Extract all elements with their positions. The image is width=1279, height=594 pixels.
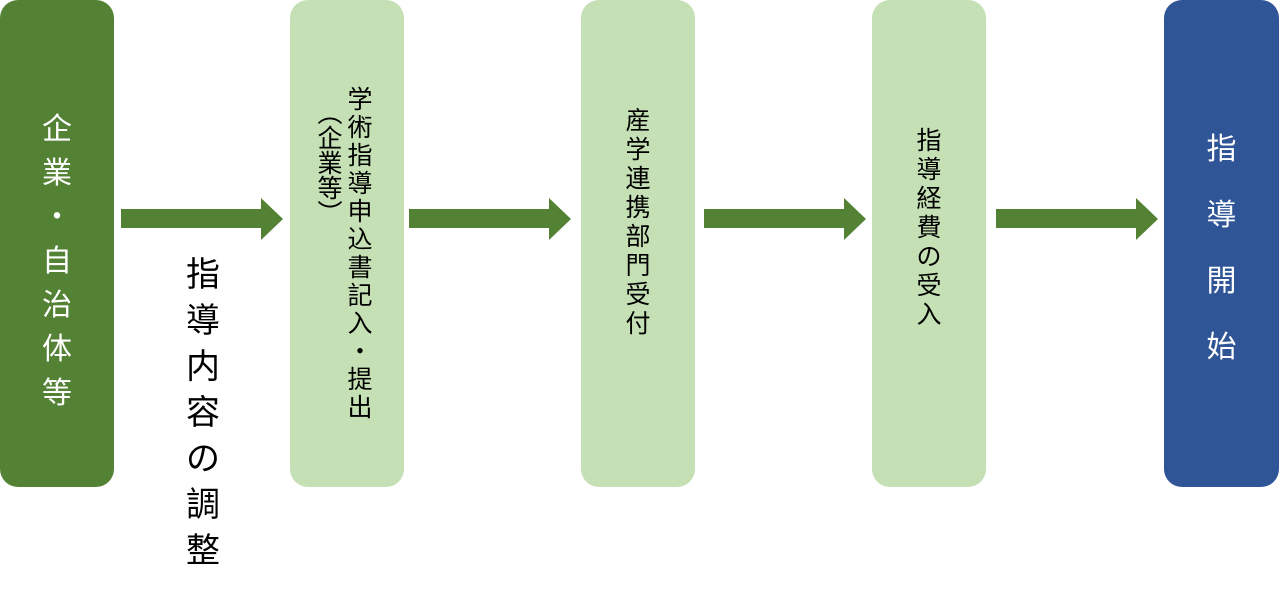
arrow-right-icon [409,198,571,240]
step-application-sub: （企業等） [314,100,343,225]
arrow-right-icon [704,198,866,240]
step-company-label: 企 業 ・ 自 治 体 等 [42,112,72,411]
step-reception-label: 産 学 連 携 部 門 受 付 [625,106,651,338]
arrow-right-icon [996,198,1158,240]
step-payment: 指 導 経 費 の 受 入 [872,0,986,487]
arrow-right-icon [121,198,283,240]
step-application: 学術指導申込書記入・提出 （企業等） [290,0,404,487]
step-application-label: 学術指導申込書記入・提出 [344,86,373,422]
step-start: 指 導 開 始 [1164,0,1279,487]
step-company: 企 業 ・ 自 治 体 等 [0,0,114,487]
adjust-content-caption: 指 導 内 容 の 調 整 [186,255,220,571]
step-payment-label: 指 導 経 費 の 受 入 [916,126,942,329]
step-start-label: 指 導 開 始 [1206,132,1237,365]
step-reception: 産 学 連 携 部 門 受 付 [581,0,695,487]
